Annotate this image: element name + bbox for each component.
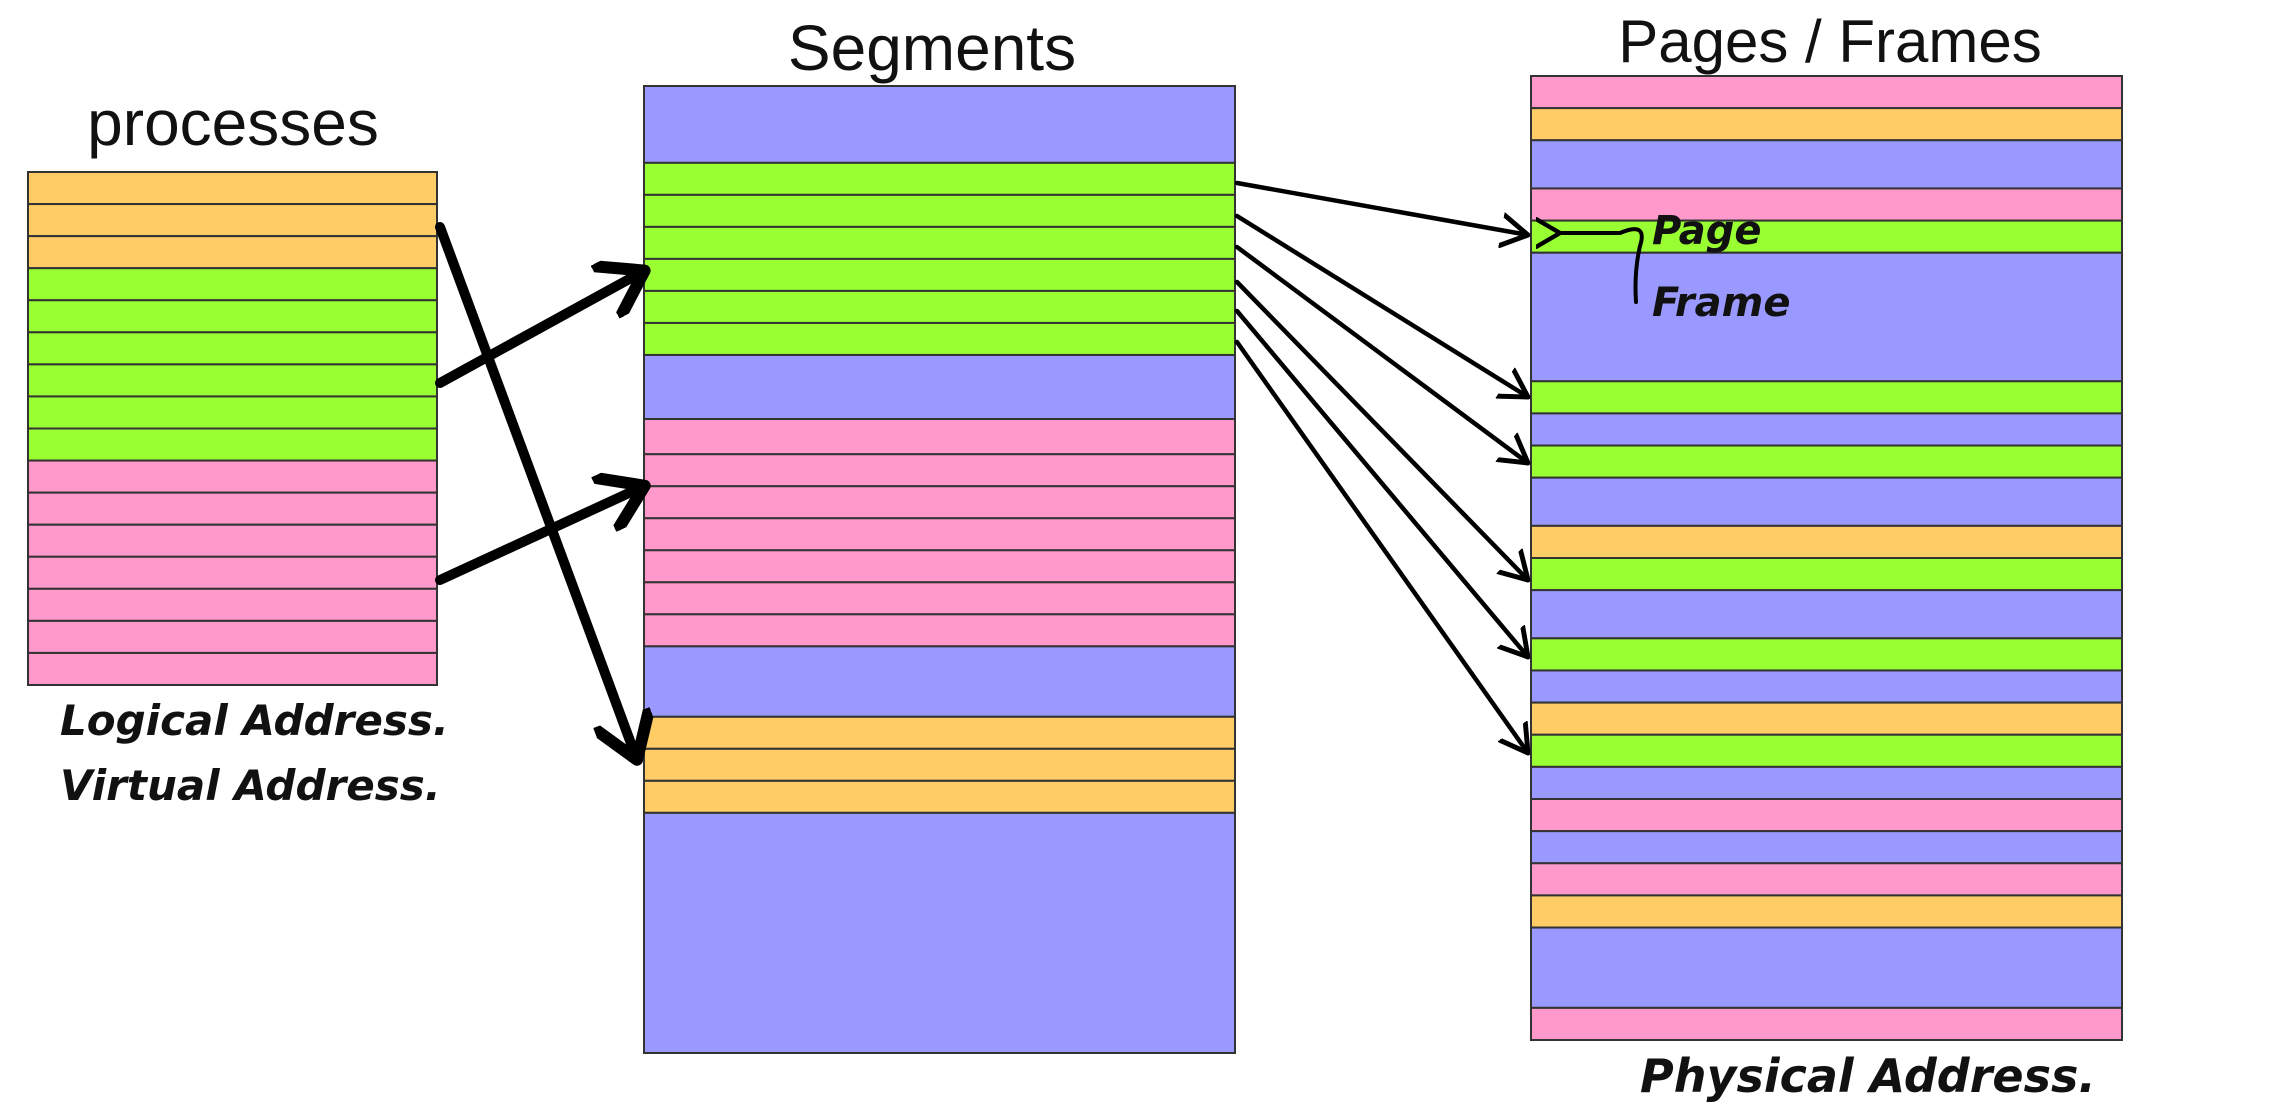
process-page-pink-10 bbox=[27, 459, 438, 494]
segment-block-green-3 bbox=[643, 193, 1236, 228]
frame-block-blue-3 bbox=[1530, 139, 2123, 190]
frame-block-blue-23 bbox=[1530, 926, 2123, 1009]
frame-block-green-9 bbox=[1530, 444, 2123, 479]
frames-column bbox=[1530, 75, 2123, 1041]
frame-block-orange-22 bbox=[1530, 894, 2123, 929]
process-page-green-9 bbox=[27, 427, 438, 462]
arrow-page-to-frame-3 bbox=[1234, 244, 1528, 463]
segment-block-pink-15 bbox=[643, 613, 1236, 648]
process-page-orange-1 bbox=[27, 171, 438, 206]
frame-block-pink-19 bbox=[1530, 798, 2123, 833]
frame-block-blue-6 bbox=[1530, 251, 2123, 383]
segment-block-green-4 bbox=[643, 225, 1236, 260]
frame-block-pink-4 bbox=[1530, 187, 2123, 222]
segments-title: Segments bbox=[788, 12, 1076, 84]
segment-block-pink-10 bbox=[643, 453, 1236, 488]
frame-block-pink-21 bbox=[1530, 862, 2123, 897]
page-frame-label-page: Page bbox=[1652, 208, 1762, 254]
process-page-green-6 bbox=[27, 331, 438, 366]
segment-block-pink-9 bbox=[643, 418, 1236, 456]
frame-block-blue-13 bbox=[1530, 589, 2123, 640]
arrow-green-to-segment bbox=[435, 272, 642, 388]
frame-block-green-12 bbox=[1530, 557, 2123, 592]
process-page-pink-12 bbox=[27, 523, 438, 558]
arrow-page-to-frame-6 bbox=[1234, 339, 1528, 753]
frame-block-blue-10 bbox=[1530, 476, 2123, 527]
process-page-orange-3 bbox=[27, 235, 438, 270]
process-page-orange-2 bbox=[27, 203, 438, 238]
process-page-pink-15 bbox=[27, 619, 438, 654]
segment-block-green-2 bbox=[643, 161, 1236, 196]
frame-block-blue-15 bbox=[1530, 669, 2123, 704]
process-page-green-5 bbox=[27, 299, 438, 334]
arrow-orange-to-segment bbox=[435, 222, 636, 757]
segment-block-green-6 bbox=[643, 289, 1236, 324]
segment-block-blue-8 bbox=[643, 353, 1236, 421]
segments-column bbox=[643, 85, 1236, 1055]
frames-title: Pages / Frames bbox=[1618, 8, 2042, 75]
frame-block-orange-16 bbox=[1530, 701, 2123, 736]
process-page-green-7 bbox=[27, 363, 438, 398]
process-page-green-4 bbox=[27, 267, 438, 302]
process-page-pink-11 bbox=[27, 491, 438, 526]
frame-block-green-17 bbox=[1530, 733, 2123, 768]
physical-address-caption: Physical Address. bbox=[1640, 1049, 2096, 1103]
segment-block-pink-13 bbox=[643, 549, 1236, 584]
segment-block-orange-17 bbox=[643, 715, 1236, 750]
frame-block-pink-24 bbox=[1530, 1006, 2123, 1041]
page-frame-bracket bbox=[1618, 227, 1644, 304]
frame-block-green-14 bbox=[1530, 637, 2123, 672]
segment-block-pink-14 bbox=[643, 581, 1236, 616]
frame-block-blue-8 bbox=[1530, 412, 2123, 447]
arrow-page-to-frame-4 bbox=[1234, 279, 1528, 580]
segment-block-blue-20 bbox=[643, 811, 1236, 1055]
arrow-page-to-frame-2 bbox=[1234, 213, 1528, 397]
page-frame-label-frame: Frame bbox=[1652, 280, 1790, 326]
segment-block-blue-16 bbox=[643, 645, 1236, 718]
arrow-page-to-frame-1 bbox=[1234, 180, 1528, 235]
virtual-address-caption: Virtual Address. bbox=[60, 761, 441, 810]
process-page-green-8 bbox=[27, 395, 438, 430]
segment-block-orange-18 bbox=[643, 747, 1236, 782]
frame-block-green-5 bbox=[1530, 219, 2123, 254]
frame-block-pink-1 bbox=[1530, 75, 2123, 110]
process-page-pink-16 bbox=[27, 651, 438, 686]
process-page-pink-14 bbox=[27, 587, 438, 622]
processes-title: processes bbox=[87, 87, 379, 159]
segment-block-orange-19 bbox=[643, 779, 1236, 814]
frame-block-orange-11 bbox=[1530, 524, 2123, 559]
segment-block-green-7 bbox=[643, 321, 1236, 356]
segment-block-green-5 bbox=[643, 257, 1236, 292]
segment-block-pink-12 bbox=[643, 517, 1236, 552]
frame-block-orange-2 bbox=[1530, 107, 2123, 142]
process-page-pink-13 bbox=[27, 555, 438, 590]
segment-block-pink-11 bbox=[643, 485, 1236, 520]
logical-address-caption: Logical Address. bbox=[60, 696, 449, 745]
arrow-pink-to-segment bbox=[435, 487, 642, 585]
processes-column bbox=[27, 171, 438, 686]
frame-block-green-7 bbox=[1530, 380, 2123, 415]
segment-block-blue-1 bbox=[643, 85, 1236, 164]
frame-block-blue-20 bbox=[1530, 830, 2123, 865]
frame-block-blue-18 bbox=[1530, 765, 2123, 800]
arrow-page-to-frame-5 bbox=[1234, 308, 1528, 657]
